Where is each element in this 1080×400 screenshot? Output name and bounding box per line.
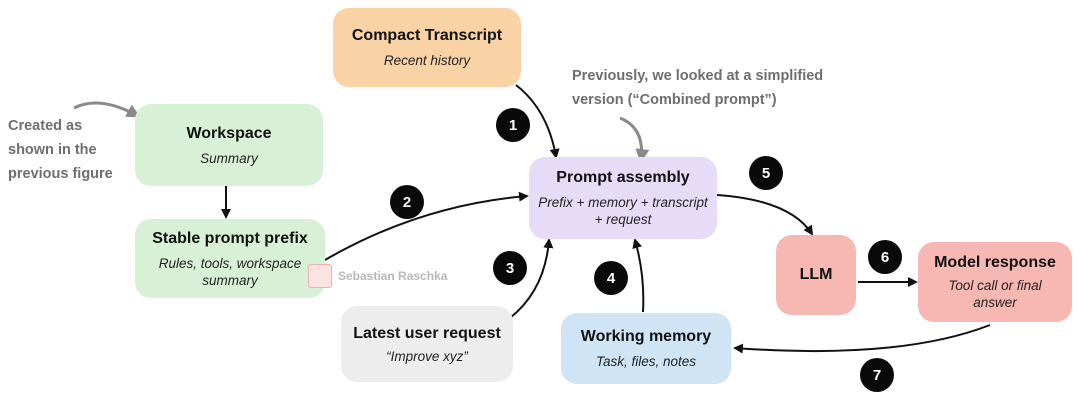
step-badge-2: 2 xyxy=(390,185,424,219)
created-note: Created as shown in the previous figure xyxy=(8,114,113,186)
arrow-1 xyxy=(515,84,560,159)
arrow-2 xyxy=(324,191,529,261)
stable-prompt-prefix-box: Stable prompt prefix Rules, tools, works… xyxy=(135,219,325,298)
step-badge-1: 1 xyxy=(496,108,530,142)
previously-note-line: version (“Combined prompt”) xyxy=(572,92,777,108)
step-badge-7: 7 xyxy=(860,358,894,392)
box-subtitle: “Improve xyz” xyxy=(386,348,468,364)
llm-box: LLM xyxy=(776,235,856,315)
box-title: Compact Transcript xyxy=(351,27,503,44)
arrow-4 xyxy=(632,238,645,313)
arrow-5 xyxy=(716,194,814,236)
box-subtitle: Rules, tools, workspace summary xyxy=(158,255,302,288)
arrow-3 xyxy=(509,238,554,319)
watermark-text: Sebastian Raschka xyxy=(338,269,448,283)
watermark: Sebastian Raschka xyxy=(308,264,447,288)
watermark-logo-icon xyxy=(308,264,332,288)
compact-transcript-box: Compact Transcript Recent history xyxy=(333,8,521,87)
box-subtitle: Tool call or final answer xyxy=(948,278,1042,310)
step-badge-6: 6 xyxy=(868,240,902,274)
arrow-7 xyxy=(733,324,991,354)
box-title: Latest user request xyxy=(353,324,501,342)
created-note-line: Created as xyxy=(8,118,83,134)
previously-note-line: Previously, we looked at a simplified xyxy=(572,68,824,84)
model-response-box: Model response Tool call or final answer xyxy=(918,242,1072,322)
box-title: Stable prompt prefix xyxy=(152,229,308,247)
step-badge-3: 3 xyxy=(493,251,527,285)
working-memory-box: Working memory Task, files, notes xyxy=(561,313,731,384)
box-title: Model response xyxy=(934,254,1056,271)
box-title: Prompt assembly xyxy=(556,169,690,186)
box-subtitle: Prefix + memory + transcript + request xyxy=(538,195,708,227)
created-note-line: previous figure xyxy=(8,166,113,182)
box-subtitle: Task, files, notes xyxy=(595,354,697,369)
box-subtitle: Recent history xyxy=(383,53,471,68)
previously-note: Previously, we looked at a simplified ve… xyxy=(572,64,823,112)
box-subtitle: Summary xyxy=(200,150,258,166)
box-title: LLM xyxy=(799,266,833,283)
created-annotation-arrow xyxy=(73,101,141,118)
workspace-box: Workspace Summary xyxy=(135,104,323,186)
box-title: Working memory xyxy=(580,328,712,345)
previously-annotation-arrow xyxy=(619,116,650,163)
step-badge-4: 4 xyxy=(594,261,628,295)
prompt-assembly-box: Prompt assembly Prefix + memory + transc… xyxy=(529,157,717,239)
step-badge-5: 5 xyxy=(749,156,783,190)
latest-user-request-box: Latest user request “Improve xyz” xyxy=(341,306,513,382)
box-title: Workspace xyxy=(186,124,272,142)
created-note-line: shown in the xyxy=(8,142,97,158)
